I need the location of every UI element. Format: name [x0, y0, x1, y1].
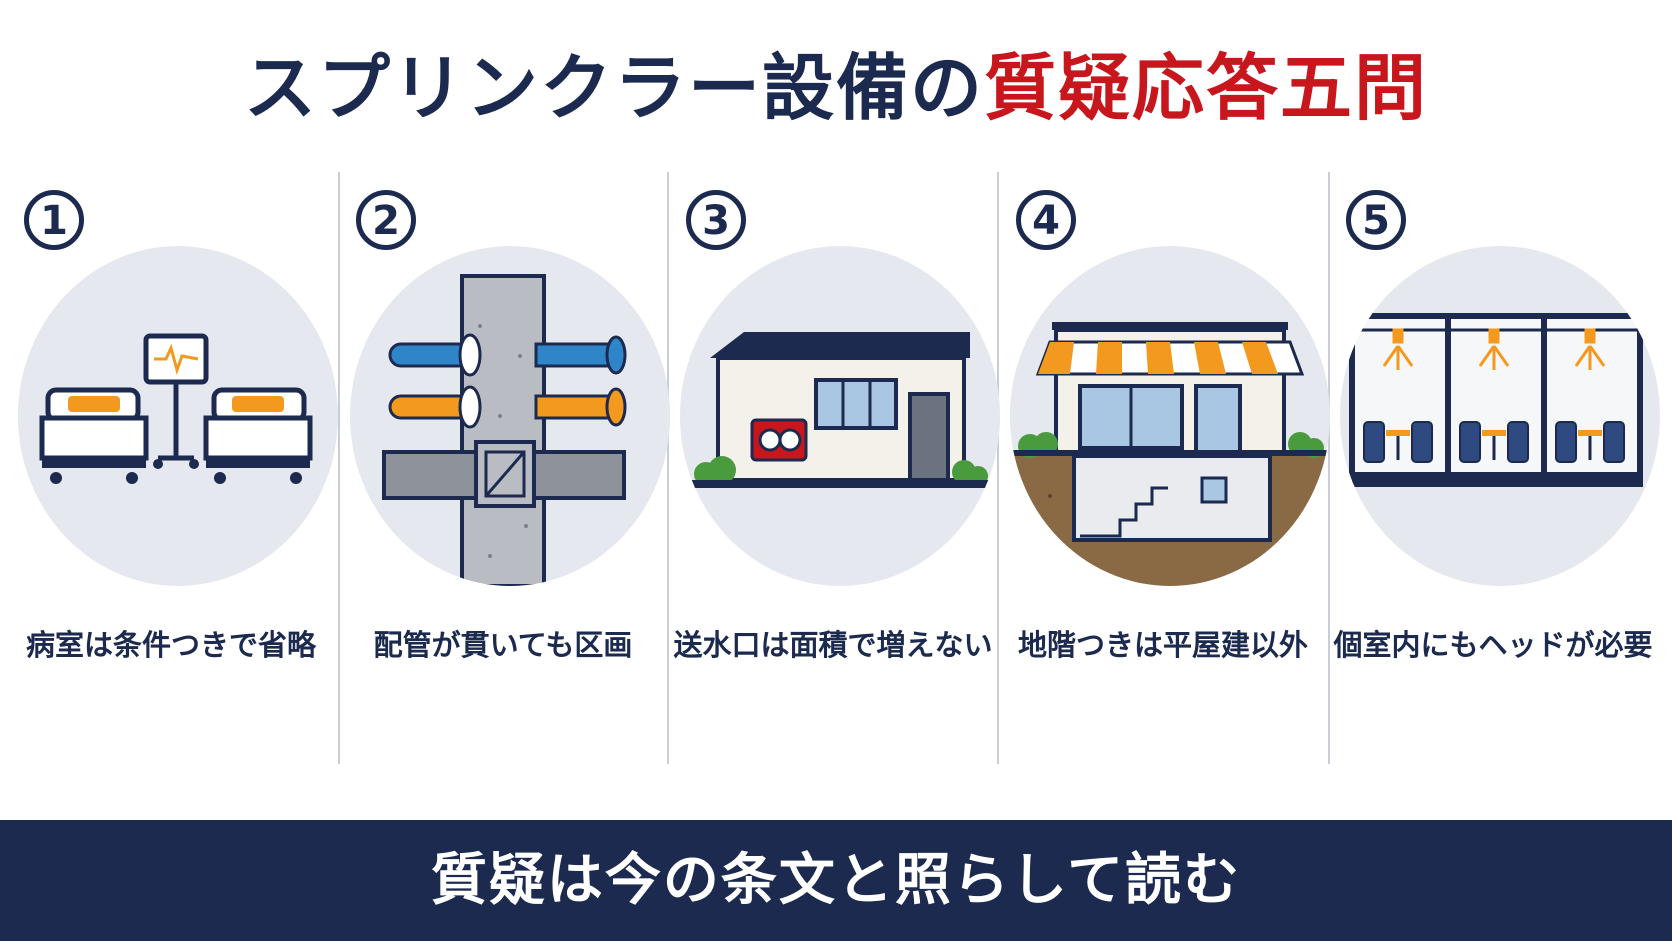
panel-number-badge: 1 [24, 190, 84, 250]
qa-panel-4: 4 [998, 170, 1330, 766]
divider [667, 172, 669, 764]
page-title: スプリンクラー設備の質疑応答五問 [0, 38, 1672, 138]
panel-caption: 送水口は面積で増えない [673, 628, 993, 662]
panel-number-badge: 2 [356, 190, 416, 250]
panel-caption: 病室は条件つきで省略 [25, 628, 316, 662]
bottom-banner: 質疑は今の条文と照らして読む [0, 820, 1672, 941]
hospital-beds-monitor-icon [18, 246, 338, 586]
divider [338, 172, 340, 764]
divider [997, 172, 999, 764]
qa-panel-2: 2 [338, 170, 670, 766]
panel-number-badge: 4 [1016, 190, 1076, 250]
panel-caption: 地階つきは平屋建以外 [1017, 628, 1308, 662]
building-fire-connection-icon [680, 246, 1000, 586]
panel-caption: 個室内にもヘッドが必要 [1333, 628, 1653, 662]
qa-panel-1: 1 病室は条件つきで [6, 170, 338, 766]
store-with-basement-icon [1010, 246, 1330, 586]
panel-number-badge: 5 [1346, 190, 1406, 250]
pipes-through-wall-icon [350, 246, 670, 586]
qa-panel-3: 3 [668, 170, 1000, 766]
title-highlight: 質疑応答五問 [984, 46, 1429, 130]
private-rooms-sprinkler-heads-icon [1340, 246, 1660, 586]
panel-caption: 配管が貫いても区画 [373, 628, 633, 662]
panel-number-badge: 3 [686, 190, 746, 250]
title-main: スプリンクラー設備の [243, 46, 984, 130]
qa-panels: 1 病室は条件つきで [0, 170, 1672, 766]
qa-panel-5: 5 [1328, 170, 1660, 766]
